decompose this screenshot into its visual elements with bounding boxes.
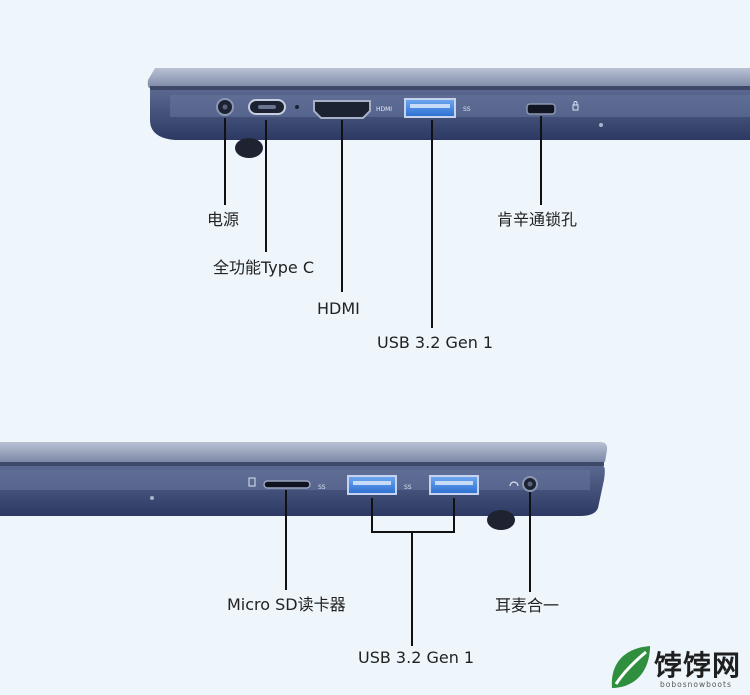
watermark-url: bobosnowboots bbox=[660, 680, 732, 689]
microsd-slot: SS bbox=[248, 477, 326, 491]
label-usb-bottom: USB 3.2 Gen 1 bbox=[358, 648, 475, 667]
audio-jack bbox=[509, 476, 538, 492]
label-usb-top: USB 3.2 Gen 1 bbox=[377, 333, 494, 352]
label-lock: 肯辛通锁孔 bbox=[497, 210, 578, 229]
label-typec: 全功能Type C bbox=[213, 258, 315, 277]
power-port bbox=[216, 98, 234, 116]
leaf-logo-icon bbox=[611, 646, 650, 688]
label-power: 电源 bbox=[207, 210, 240, 229]
svg-text:SS: SS bbox=[318, 484, 326, 491]
laptop-left-side-view: HDMI SS bbox=[147, 68, 750, 328]
svg-text:SS: SS bbox=[404, 484, 412, 491]
hdmi-port-text: HDMI bbox=[376, 106, 392, 113]
hdmi-port: HDMI bbox=[313, 100, 392, 119]
svg-text:SS: SS bbox=[463, 106, 471, 113]
label-microsd: Micro SD读卡器 bbox=[227, 595, 346, 614]
callout-lines-top bbox=[224, 116, 542, 328]
watermark-name: 饽饽网 bbox=[654, 649, 742, 682]
label-hdmi: HDMI bbox=[317, 299, 360, 318]
callout-lines-bottom bbox=[285, 490, 531, 646]
usb-a-port-1: SS bbox=[347, 475, 412, 495]
kensington-lock-slot bbox=[526, 101, 579, 115]
watermark: 饽饽网 bobosnowboots bbox=[602, 640, 750, 695]
label-audio: 耳麦合一 bbox=[495, 596, 560, 615]
usb-a-port: SS bbox=[404, 98, 471, 118]
usb-a-port-2 bbox=[429, 475, 479, 495]
laptop-right-side-view: SS SS bbox=[0, 442, 608, 646]
typec-port bbox=[248, 99, 299, 115]
